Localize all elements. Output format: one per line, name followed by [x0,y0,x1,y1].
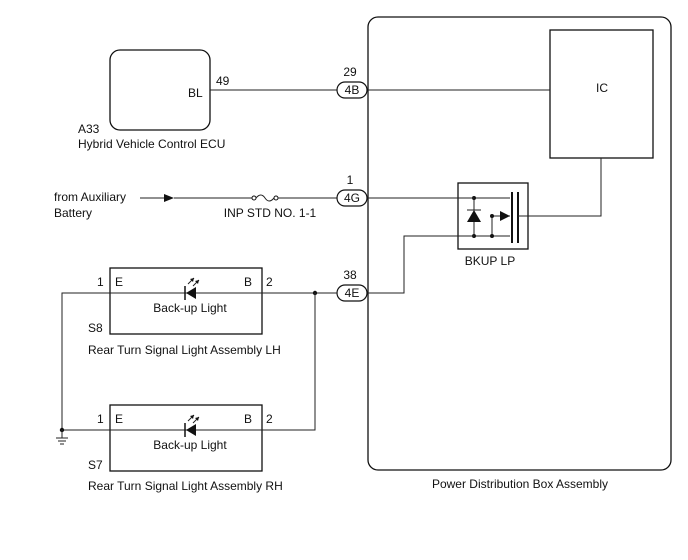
bulb-label: Back-up Light [153,301,227,315]
light-lh-code: S8 [88,321,103,335]
wire-4e-relay [367,235,474,294]
wire-ground [61,292,110,431]
battery-label-line1: from Auxiliary [54,190,126,204]
svg-text:B: B [244,412,252,426]
light-rh-name: Rear Turn Signal Light Assembly RH [88,479,283,493]
svg-text:4G: 4G [344,191,360,205]
svg-text:2: 2 [266,275,273,289]
power-box-name: Power Distribution Box Assembly [432,477,608,491]
bkup-lp-relay [457,182,529,250]
light-lh-name: Rear Turn Signal Light Assembly LH [88,343,281,357]
relay-diode-icon [467,210,481,222]
svg-text:B: B [244,275,252,289]
ecu-terminal-label: BL [188,86,203,100]
ecu-name: Hybrid Vehicle Control ECU [78,137,225,151]
led-icon [186,287,196,299]
light-assembly-rh: E B 1 2 Back-up Light [97,404,273,472]
svg-text:38: 38 [343,268,357,282]
ic-block [549,29,654,159]
connector-4g: 4G 1 [336,173,368,207]
bulb-label: Back-up Light [153,438,227,452]
svg-text:1: 1 [97,412,104,426]
wire-rh-4e [262,293,316,431]
svg-text:E: E [115,412,123,426]
svg-text:2: 2 [266,412,273,426]
light-rh-code: S7 [88,458,103,472]
light-assembly-lh: E B 1 2 Back-up Light [97,267,273,335]
fuse-label: INP STD NO. 1-1 [224,206,317,220]
relay-label: BKUP LP [465,254,515,268]
ic-label: IC [596,81,608,95]
connector-4e: 4E 38 [336,268,368,302]
ground-icon [56,430,68,445]
led-icon [186,424,196,436]
svg-text:1: 1 [97,275,104,289]
ecu-code: A33 [78,122,100,136]
svg-text:29: 29 [343,65,357,79]
svg-text:1: 1 [347,173,354,187]
battery-label-line2: Battery [54,206,92,220]
arrow-right-icon [164,194,174,202]
svg-text:4B: 4B [345,83,360,97]
connector-4b: 4B 29 [336,65,368,99]
ecu-terminal-number: 49 [216,74,230,88]
svg-text:4E: 4E [345,286,360,300]
svg-text:E: E [115,275,123,289]
wire-ic-relay [518,158,602,217]
fuse-icon [251,194,279,202]
